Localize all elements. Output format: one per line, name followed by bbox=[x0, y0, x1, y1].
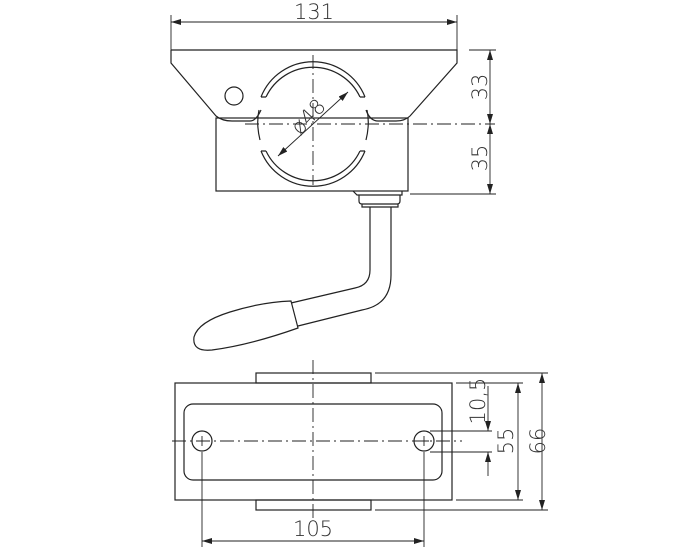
upper-tab bbox=[255, 372, 372, 384]
dim-105-label: 105 bbox=[293, 517, 333, 541]
dim-131-label: 131 bbox=[294, 0, 334, 24]
dim-diameter-label: ø48 bbox=[286, 94, 331, 139]
dim-10-5-label: 10,5 bbox=[466, 378, 490, 425]
clamp-plate-outline bbox=[170, 49, 458, 122]
lower-tab bbox=[255, 499, 372, 511]
mounting-hole bbox=[224, 86, 244, 106]
lever-rod bbox=[290, 207, 392, 327]
base-plate bbox=[174, 382, 453, 501]
lever-handle-grip bbox=[193, 300, 299, 351]
bore-edges bbox=[257, 96, 369, 152]
dim-33-label: 33 bbox=[468, 74, 492, 101]
dim-66-label: 66 bbox=[526, 428, 550, 455]
diameter-dimension-line bbox=[277, 91, 349, 157]
top-view: 105 66 55 10,5 bbox=[172, 360, 550, 547]
dim-55-label: 55 bbox=[494, 428, 518, 455]
front-view: 131 ø48 33 35 bbox=[170, 0, 496, 351]
lever-collar bbox=[352, 190, 403, 208]
dim-35-label: 35 bbox=[468, 145, 492, 172]
